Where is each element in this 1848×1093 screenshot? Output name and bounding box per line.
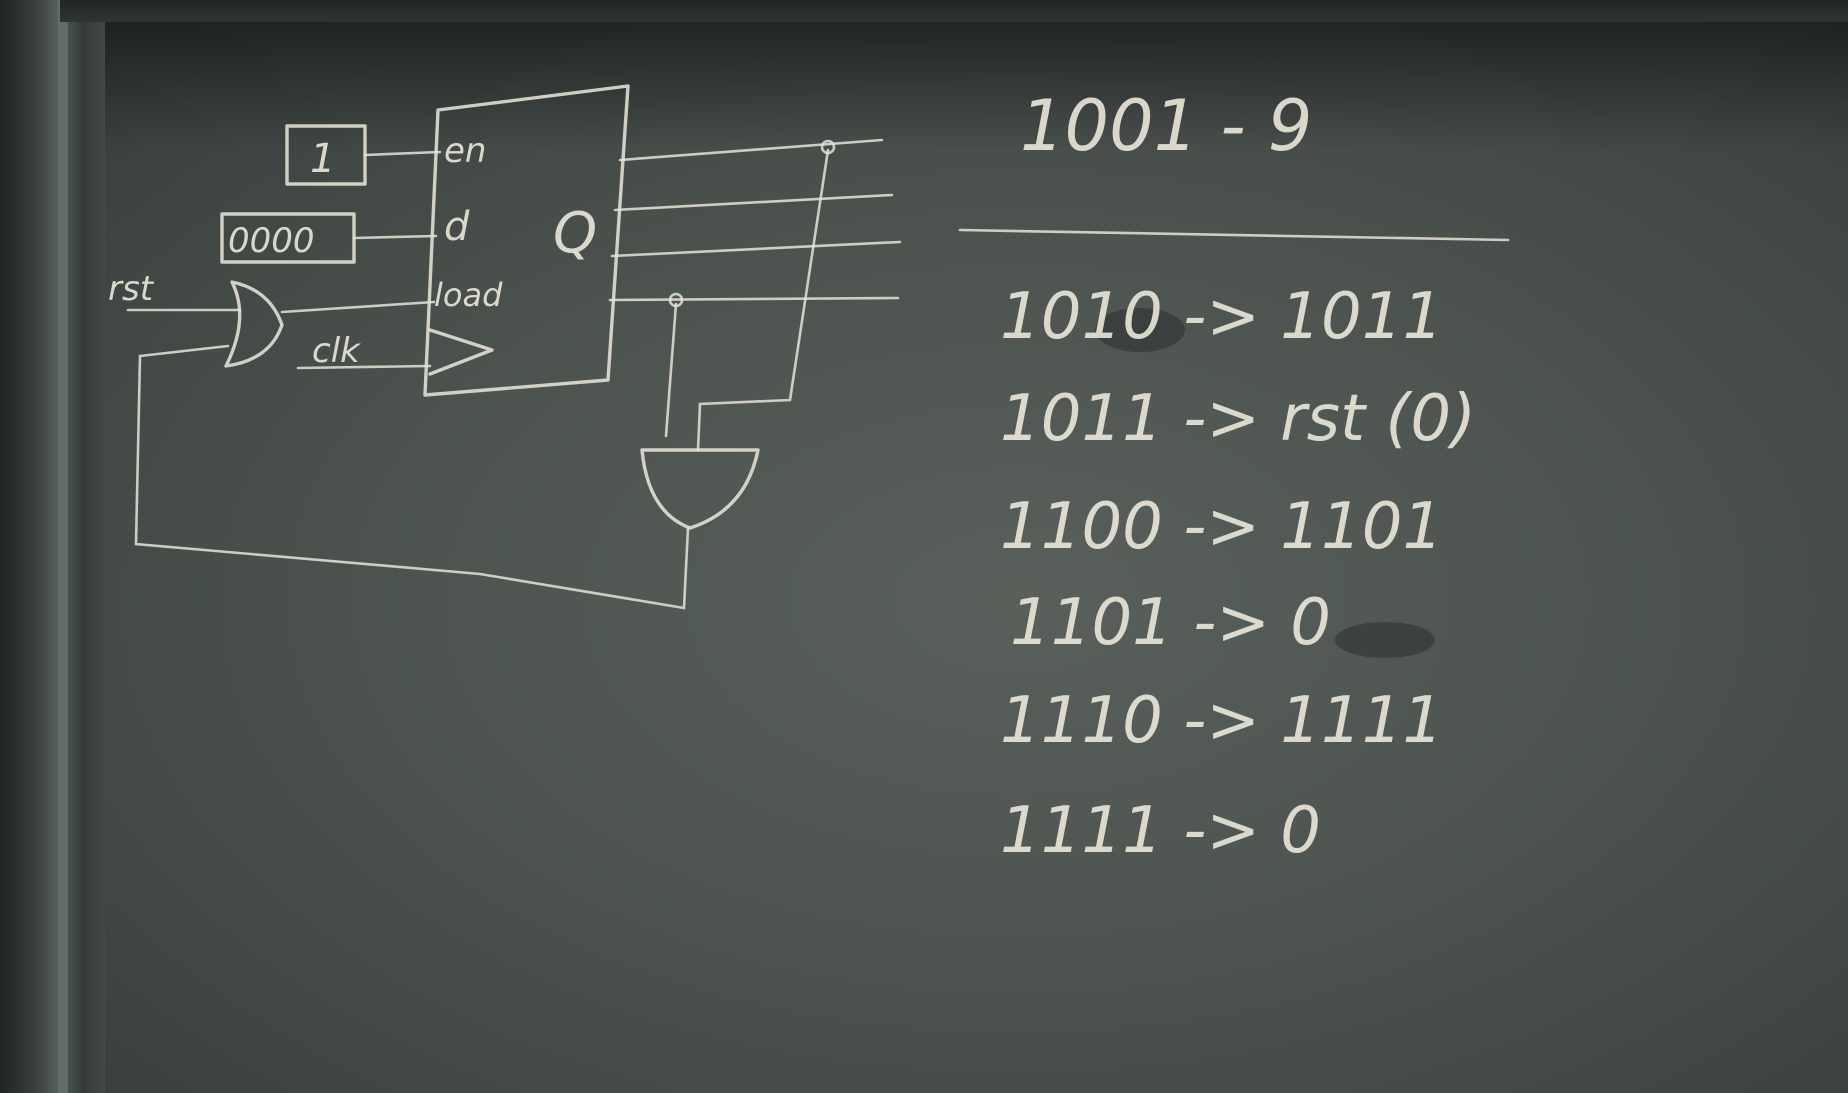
notes-row: 1100 -> 1101 <box>1000 490 1443 564</box>
port-d-label: d <box>444 204 470 250</box>
clk-wire <box>296 364 432 370</box>
q-bit-wire <box>608 296 900 302</box>
board-frame-left <box>0 0 105 1093</box>
state-notes: 1001 - 9 1010 -> 1011 1011 -> rst (0) 11… <box>958 85 1510 868</box>
port-en-label: en <box>444 131 486 171</box>
clk-label: clk <box>312 331 361 371</box>
const-zero-label: 0000 <box>228 221 315 261</box>
eraser-smudge <box>1335 622 1435 658</box>
notes-row: 1110 -> 1111 <box>1000 684 1443 758</box>
q-bit-wire <box>618 138 884 162</box>
board-frame-edge <box>58 0 68 1093</box>
register-block <box>423 84 630 397</box>
const-one-label: 1 <box>310 136 335 182</box>
d-wire <box>352 234 438 240</box>
and-gate <box>640 448 760 530</box>
notes-row: 1111 -> 0 <box>1000 794 1321 868</box>
tap-wire <box>696 148 830 452</box>
board-frame-top <box>60 0 1848 22</box>
eraser-smudge <box>1095 308 1185 352</box>
notes-divider <box>958 228 1510 242</box>
notes-row: 1011 -> rst (0) <box>1000 382 1476 456</box>
port-load-label: load <box>434 276 503 314</box>
load-wire <box>280 300 436 314</box>
clock-triangle <box>428 328 494 376</box>
notes-row: 1101 -> 0 <box>1010 586 1331 660</box>
notes-row: 1010 -> 1011 <box>1000 280 1443 354</box>
q-bit-wire <box>610 240 902 258</box>
q-bit-wire <box>613 193 894 212</box>
or-gate <box>224 280 284 368</box>
rst-label: rst <box>108 269 155 309</box>
notes-header: 1001 - 9 <box>1020 85 1312 167</box>
tap-wire <box>664 302 678 438</box>
counter-circuit: 1 0000 en d load Q clk rst <box>108 84 902 610</box>
port-q-label: Q <box>553 201 597 266</box>
en-wire <box>363 150 442 157</box>
feedback-wire <box>134 344 690 610</box>
